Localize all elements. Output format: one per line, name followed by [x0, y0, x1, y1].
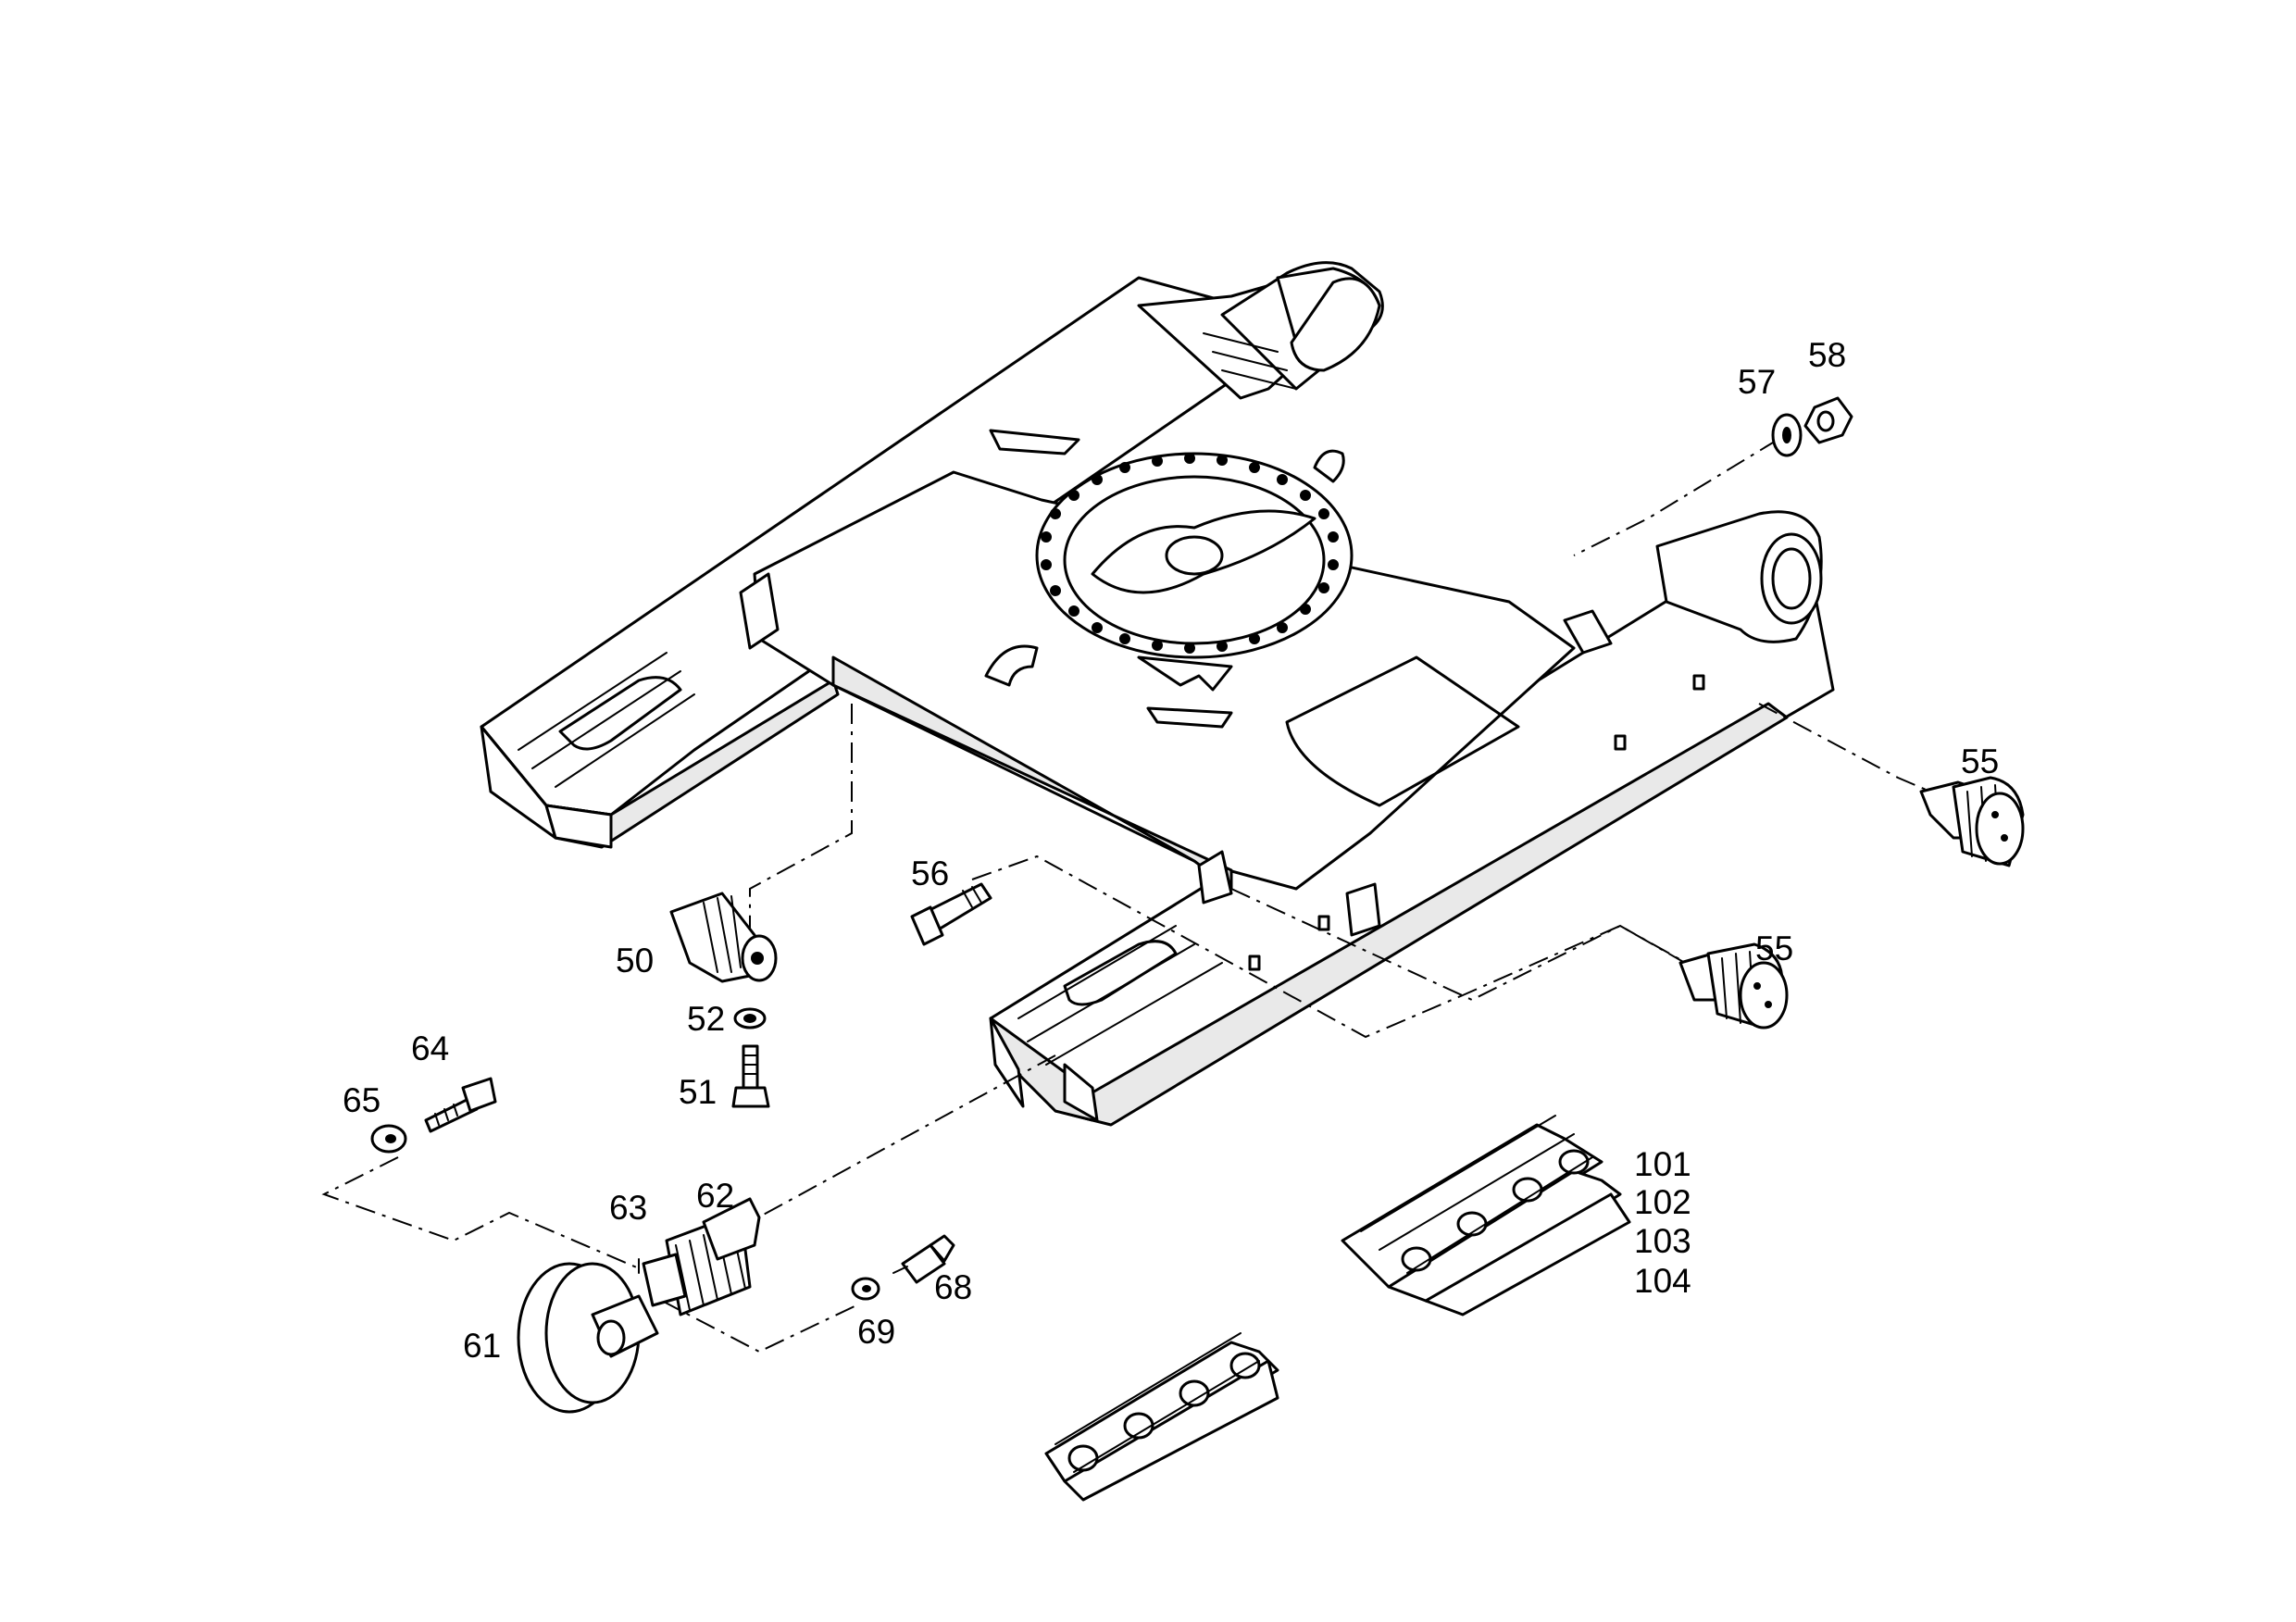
callout-69: 69 [857, 1313, 895, 1351]
part-57-washer [1771, 413, 1803, 457]
track-chain-segment-small [1044, 1332, 1279, 1502]
part-55-track-roller-upper [1919, 776, 2025, 867]
part-55-track-roller-lower [1678, 942, 1789, 1029]
callout-102: 102 [1634, 1183, 1691, 1221]
callout-52: 52 [687, 1000, 725, 1038]
callout-55-lower: 55 [1755, 930, 1793, 967]
part-69-washer [851, 1277, 880, 1301]
callout-65: 65 [343, 1081, 381, 1119]
part-50-carrier-roller [669, 892, 778, 983]
callout-64: 64 [411, 1029, 449, 1067]
callout-62: 62 [696, 1177, 734, 1215]
part-64-bolt [424, 1077, 497, 1133]
callout-61: 61 [463, 1327, 501, 1365]
callout-57: 57 [1738, 363, 1776, 401]
part-68-grease-fitting [892, 1234, 955, 1284]
callout-58: 58 [1808, 336, 1846, 374]
callout-56: 56 [911, 855, 949, 892]
part-65-washer [370, 1124, 407, 1154]
carbody-frame [480, 261, 1835, 1127]
callout-55-upper: 55 [1961, 742, 1999, 780]
part-56-bolt [910, 882, 992, 946]
part-52-washer [733, 1007, 767, 1029]
callout-labels: 50 51 52 55 55 56 57 58 61 62 63 64 65 6… [343, 336, 1999, 1365]
callout-103: 103 [1634, 1222, 1691, 1260]
part-61-idler-wheel [517, 1262, 659, 1414]
part-51-bolt [731, 1044, 770, 1108]
callout-104: 104 [1634, 1262, 1691, 1300]
part-58-nut [1803, 396, 1853, 444]
callout-68: 68 [934, 1268, 972, 1306]
callout-51: 51 [679, 1073, 717, 1111]
callout-50: 50 [616, 942, 654, 979]
callout-101: 101 [1634, 1145, 1691, 1183]
callout-63: 63 [609, 1189, 647, 1227]
track-chain-segment-large [1341, 1115, 1631, 1316]
leader-lines [321, 439, 1931, 1354]
part-63-bracket [638, 1253, 687, 1307]
